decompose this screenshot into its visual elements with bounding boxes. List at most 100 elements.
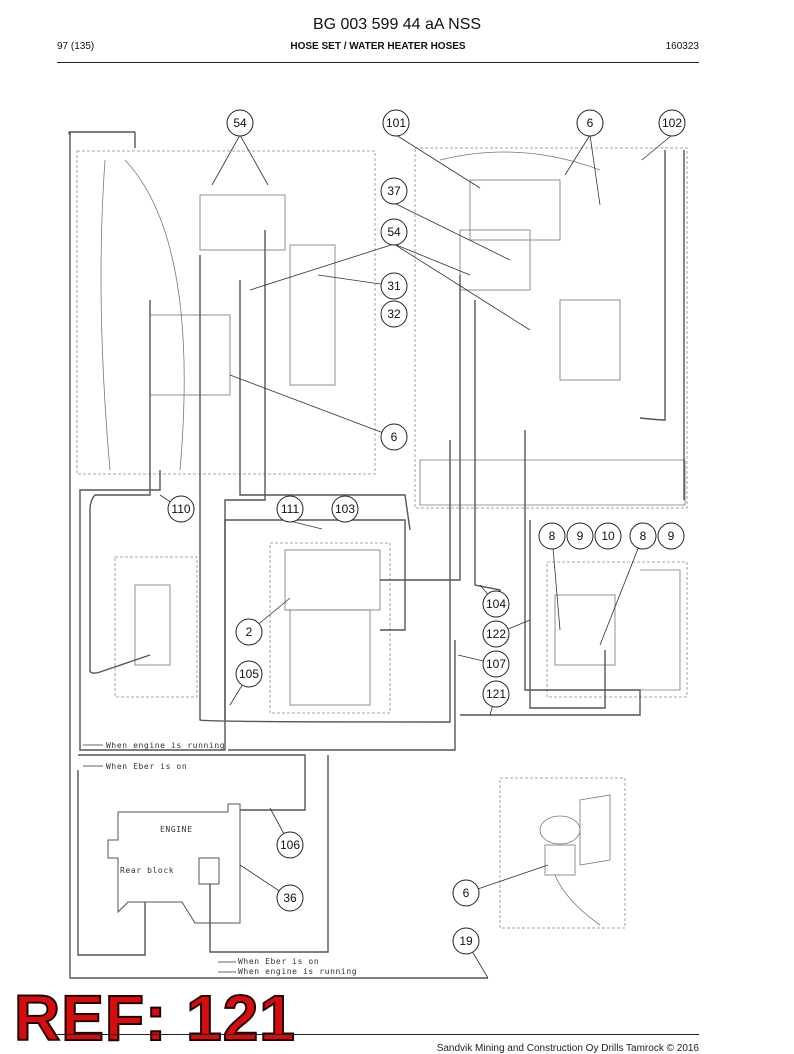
hose-104-return [474, 300, 501, 600]
heater-unit-left [149, 314, 231, 396]
valve-block-left [199, 194, 286, 251]
hose-122-line [529, 520, 606, 709]
callout-9-b: 9 [657, 522, 685, 550]
frame-curve-left [100, 159, 111, 471]
hose-105-line [199, 255, 451, 723]
svg-text:36: 36 [283, 891, 297, 905]
note-eber-on-1: When Eber is on [106, 762, 187, 771]
view-frame-right-fittings [546, 561, 688, 698]
svg-text:6: 6 [587, 116, 594, 130]
hose-rear-block [209, 755, 329, 953]
date-code: 160323 [665, 41, 699, 52]
svg-text:103: 103 [335, 502, 355, 516]
callout-2: 2 [235, 618, 263, 646]
fitting-bracket [134, 584, 171, 666]
callout-121: 121 [482, 680, 510, 708]
hose-121-line [460, 430, 641, 716]
valve-block-right [469, 179, 561, 241]
view-frame-fitting [114, 556, 198, 698]
callout-110: 110 [167, 495, 195, 523]
hose-107-line [228, 640, 456, 751]
hose-111-line [224, 230, 266, 720]
callout-54-top: 54 [226, 109, 254, 137]
callout-105: 105 [235, 660, 263, 688]
callout-36: 36 [276, 884, 304, 912]
manifold-right [459, 229, 531, 291]
fitting-bracket-right [640, 569, 681, 691]
hose-110-inner [89, 300, 151, 674]
view-frame-heater [269, 542, 391, 714]
svg-text:105: 105 [239, 667, 259, 681]
callout-6-top: 6 [576, 109, 604, 137]
svg-text:2: 2 [246, 625, 253, 639]
hose-eber-line [78, 754, 306, 811]
svg-text:9: 9 [577, 529, 584, 543]
view-frame-left-valve [76, 150, 376, 475]
callout-37: 37 [380, 177, 408, 205]
svg-text:19: 19 [459, 934, 473, 948]
hose-routing [68, 131, 685, 979]
hose-104-line [380, 275, 461, 581]
callout-122: 122 [482, 620, 510, 648]
callout-104: 104 [482, 590, 510, 618]
view-frames [76, 147, 688, 929]
page-number: 97 (135) [57, 41, 95, 52]
svg-text:6: 6 [391, 430, 398, 444]
callout-54-mid: 54 [380, 218, 408, 246]
sensor-plate [579, 794, 611, 866]
header-rule [57, 62, 699, 63]
svg-text:122: 122 [486, 627, 506, 641]
document-number: BG 003 599 44 aA NSS [312, 16, 482, 33]
svg-text:9: 9 [668, 529, 675, 543]
sensor-cable [554, 874, 601, 926]
svg-text:104: 104 [486, 597, 506, 611]
svg-text:54: 54 [233, 116, 247, 130]
callout-101: 101 [382, 109, 410, 137]
leader-lines [159, 134, 673, 979]
svg-text:8: 8 [549, 529, 556, 543]
hose-engine-left [77, 770, 146, 956]
callout-106: 106 [276, 831, 304, 859]
frame-curve-left-2 [124, 159, 185, 471]
callout-31: 31 [380, 272, 408, 300]
callout-19: 19 [452, 927, 480, 955]
svg-text:32: 32 [387, 307, 401, 321]
callout-6-mid: 6 [380, 423, 408, 451]
hose-arc-right [439, 151, 601, 171]
ref-stamp: REF: 121 [13, 982, 296, 1054]
svg-text:10: 10 [601, 529, 615, 543]
callout-10: 10 [594, 522, 622, 550]
callout-32: 32 [380, 300, 408, 328]
callout-8-a: 8 [538, 522, 566, 550]
callout-group: 54 101 6 102 37 54 31 32 6 110 111 103 8… [167, 109, 686, 955]
svg-text:31: 31 [387, 279, 401, 293]
svg-text:101: 101 [386, 116, 406, 130]
fitting-block-right [554, 594, 616, 666]
hose-102-line [639, 150, 666, 421]
diagram-notes: When engine is running When Eber is on E… [83, 741, 357, 976]
svg-text:111: 111 [281, 502, 300, 516]
callout-103: 103 [331, 495, 359, 523]
water-heater-top [284, 549, 381, 611]
svg-text:102: 102 [662, 116, 682, 130]
callout-9-a: 9 [566, 522, 594, 550]
sensor-cap [539, 815, 581, 845]
svg-text:54: 54 [387, 225, 401, 239]
view-frame-right-valve [414, 147, 688, 509]
hose-110-loop [79, 470, 406, 751]
hose-103-line [239, 280, 411, 531]
water-heater-body [289, 609, 371, 706]
callout-111: 111 [276, 495, 304, 523]
svg-text:106: 106 [280, 838, 300, 852]
rear-block-box [198, 857, 220, 885]
svg-text:121: 121 [486, 687, 506, 701]
footer-copyright: Sandvik Mining and Construction Oy Drill… [436, 1043, 699, 1054]
sensor-body [544, 844, 576, 876]
callout-8-b: 8 [629, 522, 657, 550]
footer-rule [57, 1034, 699, 1035]
svg-text:6: 6 [463, 886, 470, 900]
svg-text:107: 107 [486, 657, 506, 671]
svg-text:8: 8 [640, 529, 647, 543]
callout-6-bottom: 6 [452, 879, 480, 907]
svg-text:37: 37 [387, 184, 401, 198]
